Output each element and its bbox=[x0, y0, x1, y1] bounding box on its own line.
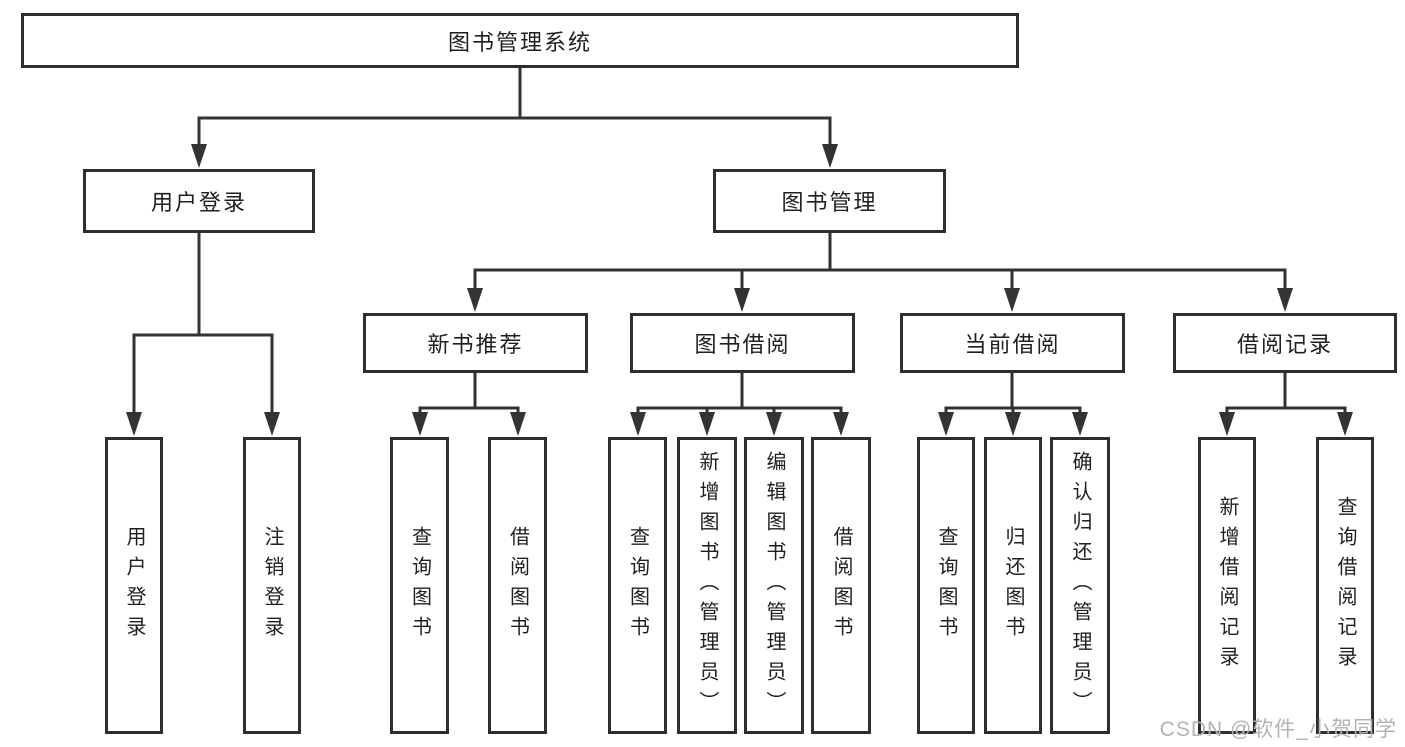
node-new-book-recommendation: 新书推荐 bbox=[363, 313, 588, 373]
leaf-label: 注销登录 bbox=[261, 525, 283, 646]
leaf-user-login: 用户登录 bbox=[105, 437, 163, 734]
leaf-label: 查询借阅记录 bbox=[1334, 495, 1356, 676]
leaf-borrow-search-books: 查询图书 bbox=[608, 437, 667, 734]
leaf-borrow-add-books-admin: 新增图书（管理员） bbox=[677, 437, 737, 734]
leaf-recommend-search-books: 查询图书 bbox=[390, 437, 449, 734]
leaf-records-add-borrow-record: 新增借阅记录 bbox=[1198, 437, 1256, 734]
node-current-borrowing: 当前借阅 bbox=[900, 313, 1125, 373]
leaf-logout-login: 注销登录 bbox=[243, 437, 301, 734]
leaf-label: 归还图书 bbox=[1002, 525, 1024, 646]
leaf-label: 借阅图书 bbox=[506, 525, 529, 646]
leaf-borrow-borrow-books: 借阅图书 bbox=[811, 437, 871, 734]
leaf-label: 新增图书（管理员） bbox=[696, 450, 718, 721]
leaf-label: 借阅图书 bbox=[830, 525, 852, 646]
node-user-login: 用户登录 bbox=[83, 169, 315, 233]
leaf-label: 查询图书 bbox=[935, 525, 957, 646]
leaf-recommend-borrow-books: 借阅图书 bbox=[488, 437, 547, 734]
watermark-text: CSDN @软件_小贺同学 bbox=[1159, 718, 1397, 741]
leaf-current-confirm-return-admin: 确认归还（管理员） bbox=[1050, 437, 1110, 734]
leaf-label: 新增借阅记录 bbox=[1216, 495, 1238, 676]
node-book-borrowing: 图书借阅 bbox=[630, 313, 855, 373]
leaf-label: 用户登录 bbox=[123, 525, 145, 646]
node-borrowing-records: 借阅记录 bbox=[1173, 313, 1397, 373]
leaf-current-search-books: 查询图书 bbox=[917, 437, 975, 734]
node-book-management: 图书管理 bbox=[713, 169, 946, 233]
leaf-label: 确认归还（管理员） bbox=[1069, 450, 1091, 721]
leaf-label: 查询图书 bbox=[626, 525, 649, 646]
node-library-management-system: 图书管理系统 bbox=[21, 13, 1019, 68]
leaf-borrow-edit-books-admin: 编辑图书（管理员） bbox=[744, 437, 804, 734]
leaf-records-search-borrow-record: 查询借阅记录 bbox=[1316, 437, 1374, 734]
leaf-current-return-books: 归还图书 bbox=[984, 437, 1042, 734]
leaf-label: 查询图书 bbox=[408, 525, 431, 646]
leaf-label: 编辑图书（管理员） bbox=[763, 450, 785, 721]
